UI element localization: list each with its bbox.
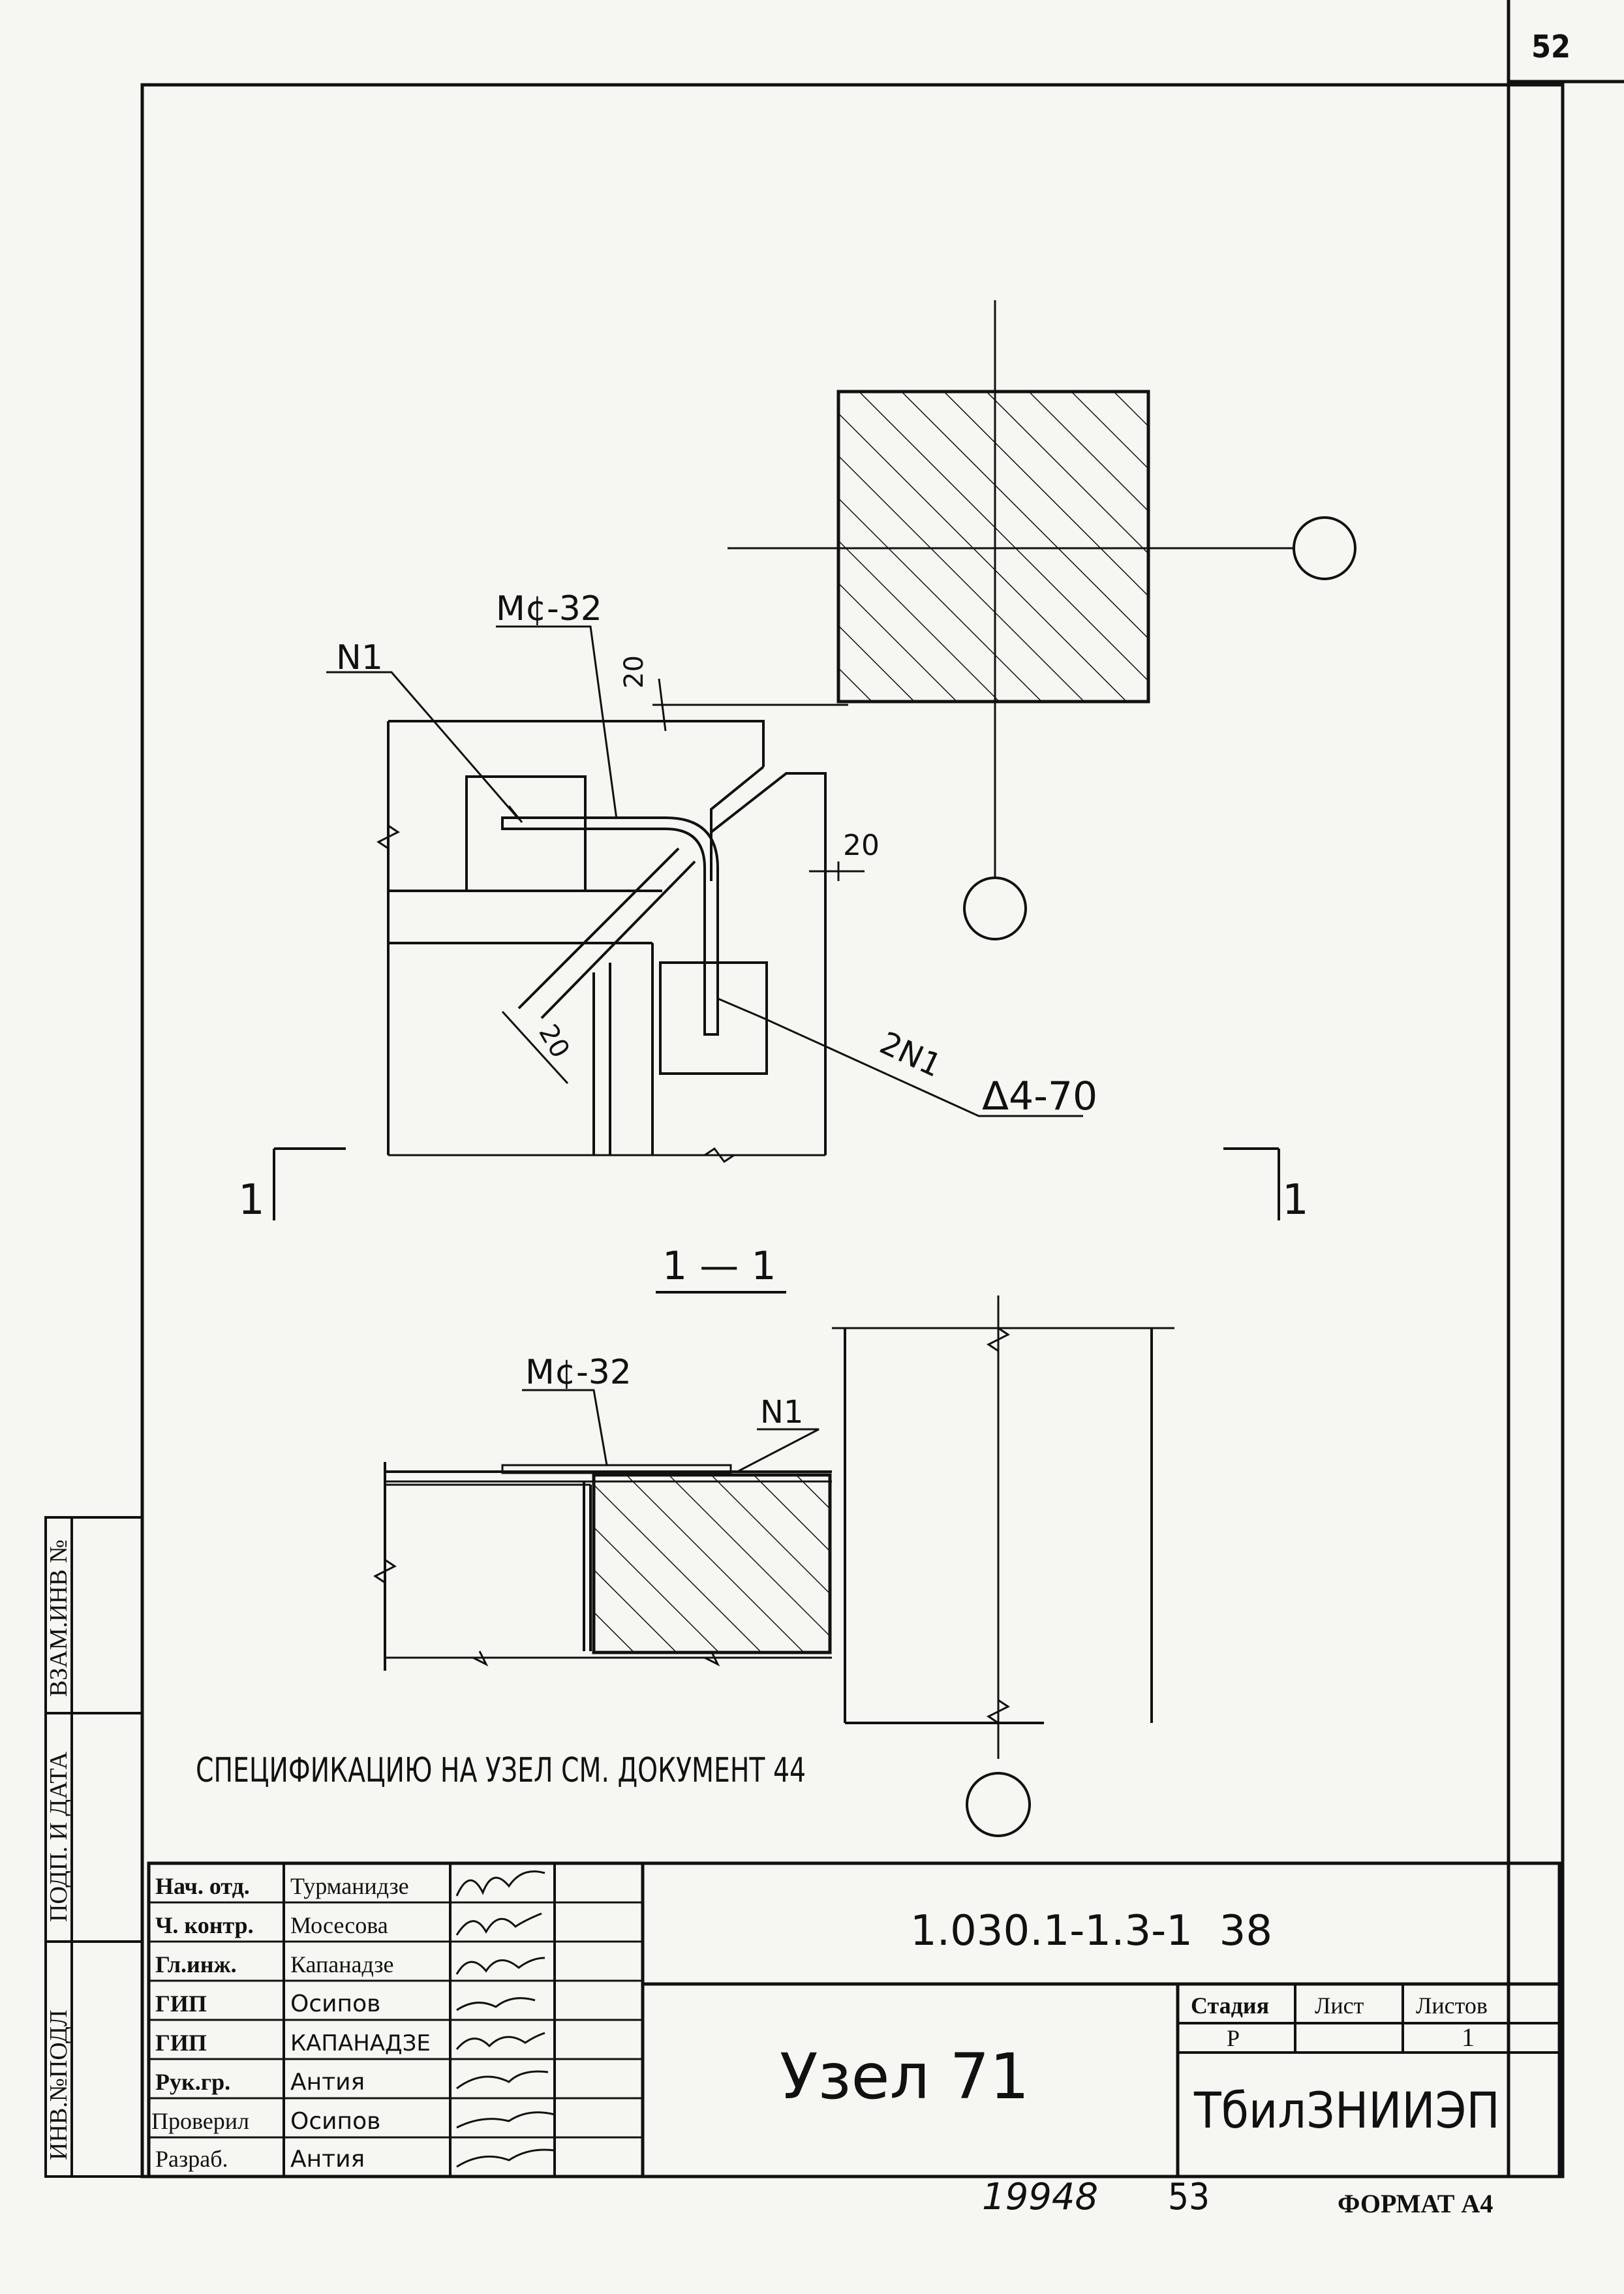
sheets-header: Листов <box>1416 1992 1488 2019</box>
sheet-number: 52 <box>1531 29 1570 65</box>
name-4: КАПАНАДЗЕ <box>290 2030 431 2056</box>
stage-header: Стадия <box>1191 1992 1269 2019</box>
section-mark-right: 1 <box>1282 1176 1309 1224</box>
footer-number: 19948 <box>982 2176 1098 2218</box>
role-2: Гл.инж. <box>155 1951 237 1977</box>
concrete-column <box>836 390 1150 704</box>
drawing-title: Узел 71 <box>780 2040 1030 2113</box>
role-6: Проверил <box>151 2108 249 2134</box>
name-3: Осипов <box>290 1991 380 2017</box>
side-vzam-inv: ВЗАМ.ИНВ № <box>45 1540 72 1697</box>
dim-20-diagonal: 20 <box>532 1019 575 1063</box>
name-5: Антия <box>290 2069 365 2096</box>
dim-20-right: 20 <box>843 829 880 862</box>
document-code: 1.030.1-1.3-1 38 <box>910 1907 1272 1955</box>
specification-note: СПЕЦИФИКАЦИЮ НА УЗЕЛ СМ. ДОКУМЕНТ 44 <box>196 1751 806 1790</box>
side-stamp <box>44 1516 144 2178</box>
label-2n1: 2N1 <box>874 1025 947 1085</box>
role-5: Рук.гр. <box>155 2069 230 2095</box>
name-1: Мосесова <box>290 1912 388 1938</box>
concrete-section <box>592 1473 832 1654</box>
sheets-value: 1 <box>1462 2023 1475 2052</box>
axis-circle-bottom <box>963 876 1027 940</box>
section-mark-left: 1 <box>238 1176 265 1224</box>
title-block-roles: Нач. отд. Ч. контр. Гл.инж. ГИП ГИП Рук.… <box>151 1873 254 2172</box>
role-3: ГИП <box>155 1991 207 2017</box>
sheet-header: Лист <box>1315 1992 1364 2019</box>
label-mc32-section: М¢-32 <box>525 1353 632 1392</box>
label-weld: Δ4-70 <box>982 1074 1097 1119</box>
label-n1-section: N1 <box>760 1394 803 1431</box>
label-n1: N1 <box>336 638 383 677</box>
organization: ТбилЗНИИЭП <box>1193 2081 1500 2139</box>
section-title: 1 — 1 <box>662 1243 776 1289</box>
name-0: Турманидзе <box>290 1873 409 1899</box>
stage-value: Р <box>1227 2025 1240 2051</box>
dim-20-top: 20 <box>619 655 649 689</box>
role-0: Нач. отд. <box>155 1873 250 1899</box>
role-4: ГИП <box>155 2030 207 2056</box>
section-1-1 <box>373 1295 1174 1837</box>
title-block-row-lines <box>149 1901 643 2139</box>
footer-page: 53 <box>1168 2176 1210 2218</box>
role-1: Ч. контр. <box>155 1912 254 1938</box>
name-2: Капанадзе <box>290 1951 393 1977</box>
name-6: Осипов <box>290 2108 380 2135</box>
label-mc32: М¢-32 <box>496 589 602 628</box>
node-detail-plan <box>273 300 1356 1220</box>
signatures <box>455 1870 555 2168</box>
name-7: Антия <box>290 2146 365 2173</box>
footer-format: ФОРМАТ А4 <box>1338 2189 1493 2218</box>
axis-circle-section <box>966 1772 1031 1837</box>
side-podp-data: ПОДП. И ДАТА <box>45 1751 72 1922</box>
title-block-names: Турманидзе Мосесова Капанадзе Осипов КАП… <box>290 1873 431 2173</box>
side-inv-podl: ИНВ.№ПОДЛ <box>45 2009 72 2160</box>
axis-circle-right <box>1293 516 1356 580</box>
sheet-border <box>140 0 1624 2178</box>
role-7: Разраб. <box>155 2146 228 2172</box>
